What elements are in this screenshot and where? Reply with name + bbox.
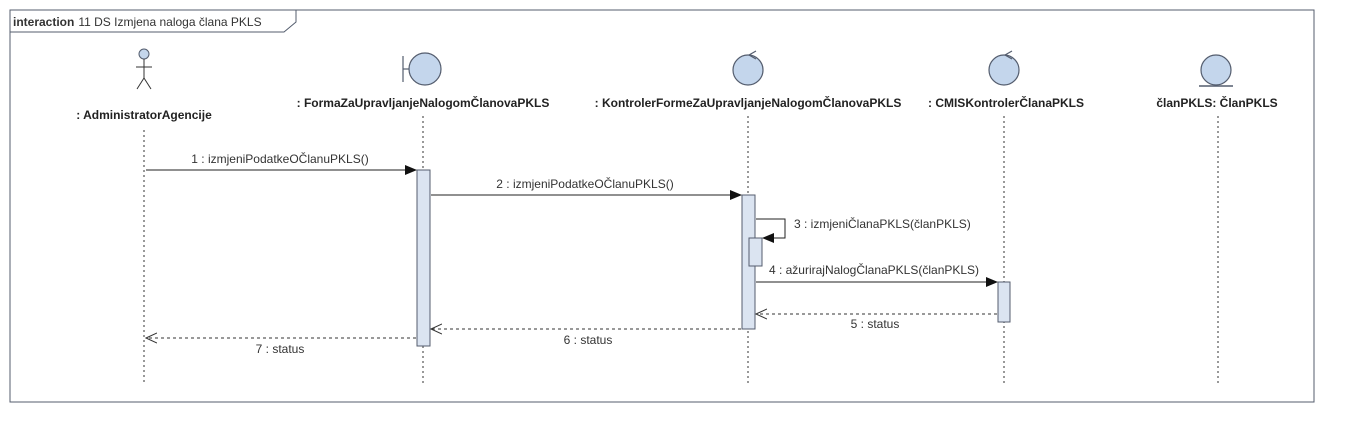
message-label: 1 : izmjeniPodatkeOČlanuPKLS() [191,151,368,166]
lifeline-label: : AdministratorAgencije [76,108,212,122]
actor-icon [136,48,152,90]
message-label: 6 : status [564,333,613,347]
message-label: 7 : status [256,342,305,356]
frame-title: 11 DS Izmjena naloga člana PKLS [78,15,261,29]
lifeline-cmis[interactable]: : CMISKontrolerČlanaPKLS [928,50,1084,385]
lifeline-kontroler[interactable]: : KontrolerFormeZaUpravljanjeNalogomČlan… [595,50,902,385]
message-label: 2 : izmjeniPodatkeOČlanuPKLS() [496,176,673,191]
activation-cmis [997,281,1011,323]
message-label: 4 : ažurirajNalogČlanaPKLS(članPKLS) [769,262,979,277]
message-3[interactable]: 3 : izmjeniČlanaPKLS(članPKLS) [756,216,971,243]
lifeline-label: : FormaZaUpravljanjeNalogomČlanovaPKLS [297,95,550,110]
boundary-icon [402,52,442,86]
message-1[interactable]: 1 : izmjeniPodatkeOČlanuPKLS() [146,151,417,175]
message-label: 5 : status [851,317,900,331]
lifeline-forma[interactable]: : FormaZaUpravljanjeNalogomČlanovaPKLS [297,52,550,385]
activation-forma [416,169,431,347]
message-5[interactable]: 5 : status [756,314,997,331]
frame-label: interaction 11 DS Izmjena naloga člana PK… [13,15,262,29]
lifeline-label: : KontrolerFormeZaUpravljanjeNalogomČlan… [595,95,902,110]
control-icon [732,50,764,86]
frame-keyword: interaction [13,15,74,29]
activation-kontroler-nested [748,237,763,267]
message-label: 3 : izmjeniČlanaPKLS(članPKLS) [794,216,971,231]
control-icon [988,50,1020,86]
interaction-frame: interaction 11 DS Izmjena naloga člana PK… [9,9,1315,403]
entity-icon [1199,54,1233,87]
message-4[interactable]: 4 : ažurirajNalogČlanaPKLS(članPKLS) [756,262,998,287]
message-2[interactable]: 2 : izmjeniPodatkeOČlanuPKLS() [431,176,742,200]
lifeline-label: članPKLS: ČlanPKLS [1156,95,1277,110]
message-7[interactable]: 7 : status [146,338,416,356]
message-6[interactable]: 6 : status [431,329,741,347]
lifeline-label: : CMISKontrolerČlanaPKLS [928,95,1084,110]
lifeline-admin[interactable]: : AdministratorAgencije [76,48,212,385]
lifeline-clan[interactable]: članPKLS: ČlanPKLS [1156,54,1278,385]
